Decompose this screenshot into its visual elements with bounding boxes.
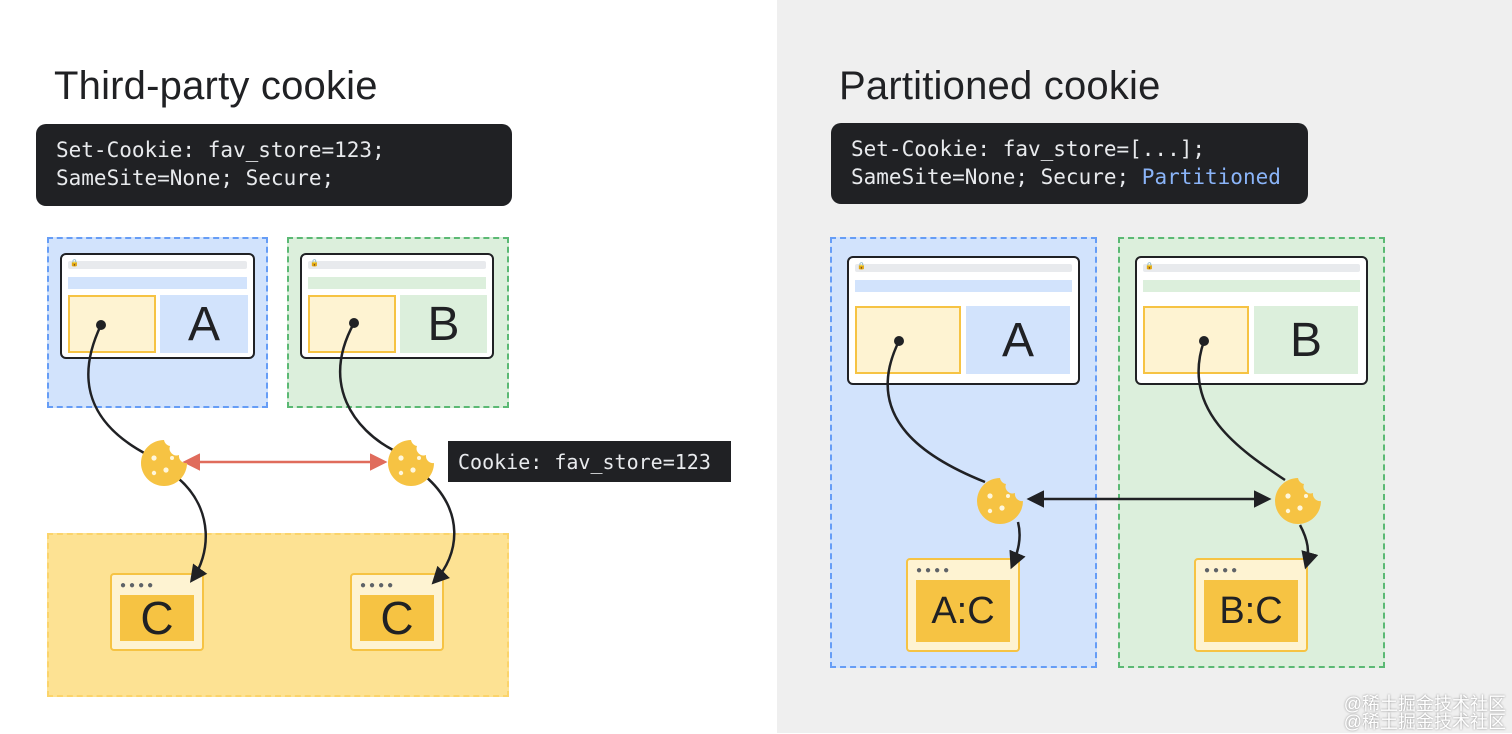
- partition-key-label: B:C: [1204, 580, 1298, 642]
- lock-icon: 🔒: [310, 260, 319, 267]
- cookie-icon: [141, 440, 187, 486]
- connector-b-to-cookie: [338, 322, 394, 452]
- code-line-2: SameSite=None; Secure; Partitioned: [851, 163, 1288, 191]
- lock-icon: 🔒: [70, 260, 79, 267]
- code-line-1: Set-Cookie: fav_store=123;: [56, 138, 385, 162]
- partitioned-code-block: Set-Cookie: fav_store=[...]; SameSite=No…: [831, 123, 1308, 204]
- nav-bar: [68, 277, 247, 289]
- third-party-code-block: Set-Cookie: fav_store=123; SameSite=None…: [36, 124, 512, 206]
- connector-cookie-to-c1: [177, 477, 208, 583]
- embedded-frame: [1143, 306, 1249, 374]
- site-a-label: A: [160, 295, 248, 353]
- site-b-label: B: [1254, 306, 1358, 374]
- browser-site-a: 🔒 A: [847, 256, 1080, 385]
- site-a-label: A: [966, 306, 1070, 374]
- embedded-frame: [308, 295, 396, 353]
- embed-c-label: C: [120, 592, 194, 644]
- connector-cookie-to-c2: [424, 475, 456, 585]
- window-dots: ●●●●: [1204, 565, 1241, 576]
- url-bar: [68, 261, 247, 269]
- browser-site-a: 🔒 A: [60, 253, 255, 359]
- nav-bar: [855, 280, 1072, 292]
- nav-bar: [308, 277, 486, 289]
- embed-c-label: C: [360, 592, 434, 644]
- window-dots: ●●●●: [120, 580, 157, 591]
- cookie-icon: [1275, 478, 1321, 524]
- watermark: @稀土掘金技术社区: [1343, 712, 1506, 732]
- browser-site-b: 🔒 B: [300, 253, 494, 359]
- embed-c-window-1: ●●●● C: [110, 573, 204, 651]
- url-bar: [1143, 264, 1360, 272]
- connector-cookie-to-ac: [1009, 521, 1026, 570]
- url-bar: [308, 261, 486, 269]
- code-line-1: Set-Cookie: fav_store=[...];: [851, 137, 1206, 161]
- embed-c-window-2: ●●●● C: [350, 573, 444, 651]
- connector-b-to-cookie: [1197, 340, 1286, 482]
- window-dots: ●●●●: [360, 580, 397, 591]
- partitioned-title: Partitioned cookie: [839, 64, 1161, 108]
- connector-a-to-cookie: [886, 340, 986, 484]
- watermark: @稀土掘金技术社区: [1343, 694, 1506, 714]
- lock-icon: 🔒: [1145, 263, 1154, 270]
- connector-a-to-cookie: [87, 324, 149, 457]
- third-party-title: Third-party cookie: [54, 64, 378, 108]
- cookie-request-header: Cookie: fav_store=123: [448, 441, 731, 482]
- cookie-icon: [977, 478, 1023, 524]
- embed-a-c-window: ●●●● A:C: [906, 558, 1020, 652]
- code-line-2-prefix: SameSite=None; Secure;: [851, 165, 1142, 189]
- embed-b-c-window: ●●●● B:C: [1194, 558, 1308, 652]
- url-bar: [855, 264, 1072, 272]
- partitioned-attribute: Partitioned: [1141, 165, 1281, 189]
- code-line-2: SameSite=None; Secure;: [56, 166, 335, 190]
- lock-icon: 🔒: [857, 263, 866, 270]
- browser-site-b: 🔒 B: [1135, 256, 1368, 385]
- partition-key-label: A:C: [916, 580, 1010, 642]
- site-b-label: B: [400, 295, 487, 353]
- nav-bar: [1143, 280, 1360, 292]
- cookie-icon: [388, 440, 434, 486]
- window-dots: ●●●●: [916, 565, 953, 576]
- embedded-frame: [855, 306, 961, 374]
- connector-cookie-to-bc: [1298, 524, 1319, 570]
- embedded-frame: [68, 295, 156, 353]
